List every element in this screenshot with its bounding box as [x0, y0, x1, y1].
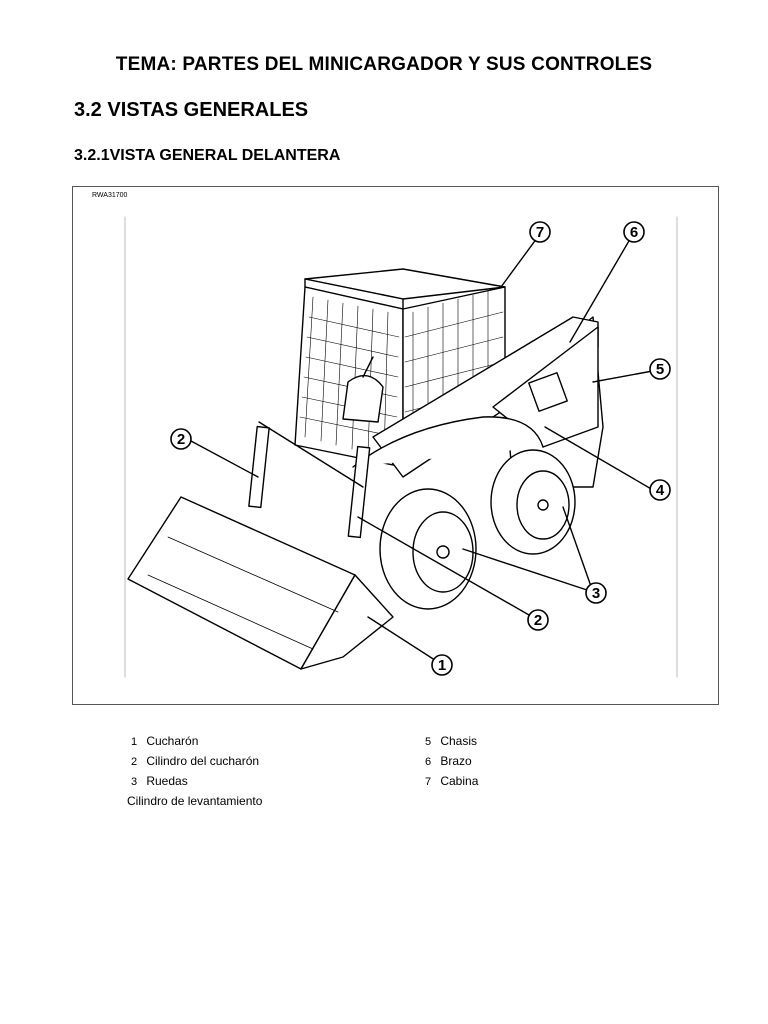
legend-left: 1 Cucharón 2 Cilindro del cucharón 3 Rue…: [127, 732, 262, 811]
callout-number: 6: [630, 224, 638, 241]
callouts: [170, 221, 671, 676]
legend-number: 6: [425, 756, 432, 768]
legend-label: Cilindro del cucharón: [146, 754, 260, 768]
legend-number: 5: [425, 736, 432, 748]
legend-right: 5 Chasis 6 Brazo 7 Cabina: [425, 732, 478, 792]
legend-label-extra: Cilindro de levantamiento: [127, 794, 263, 808]
legend-label: Cucharón: [146, 734, 199, 748]
legend-item: 3 Ruedas: [131, 772, 262, 792]
callout-circle: [529, 221, 551, 243]
legend-number: 7: [425, 776, 432, 788]
document-title: TEMA: PARTES DEL MINICARGADOR Y SUS CONT…: [115, 54, 653, 75]
legend-item: 7 Cabina: [425, 772, 478, 792]
callout-number: 2: [534, 612, 542, 629]
callout-circle: [649, 479, 671, 501]
figure-code: RWA31700: [92, 192, 128, 199]
legend-number: 2: [131, 756, 138, 768]
callout-number: 3: [592, 585, 600, 602]
callout-circle: [170, 428, 192, 450]
callout-circle: [431, 654, 453, 676]
legend-label: Cabina: [440, 774, 479, 788]
callout-number: 5: [656, 361, 664, 378]
callout-circle: [527, 609, 549, 631]
legend-item: 2 Cilindro del cucharón: [131, 752, 262, 772]
legend-item: 5 Chasis: [425, 732, 478, 752]
callout-circle: [649, 358, 671, 380]
callout-number: 2: [177, 431, 185, 448]
legend-number: 3: [131, 776, 138, 788]
legend-item: 6 Brazo: [425, 752, 478, 772]
skid-steer-figure: RWA31700: [72, 186, 719, 705]
legend-label: Ruedas: [146, 774, 188, 788]
section-heading: 3.2 VISTAS GENERALES: [74, 99, 309, 121]
legend-label: Brazo: [440, 754, 472, 768]
legend-number: 1: [131, 736, 138, 748]
legend-label: Chasis: [440, 734, 478, 748]
skid-steer-illustration: 7 6 5 2 4 3 2 1: [124, 216, 678, 678]
callout-number: 4: [656, 482, 665, 499]
callout-circle: [623, 221, 645, 243]
legend-item: 1 Cucharón: [131, 732, 262, 752]
subsection-heading: 3.2.1VISTA GENERAL DELANTERA: [74, 147, 341, 164]
callout-circle: [585, 582, 607, 604]
callout-number: 7: [536, 224, 544, 241]
callout-number: 1: [438, 657, 446, 674]
